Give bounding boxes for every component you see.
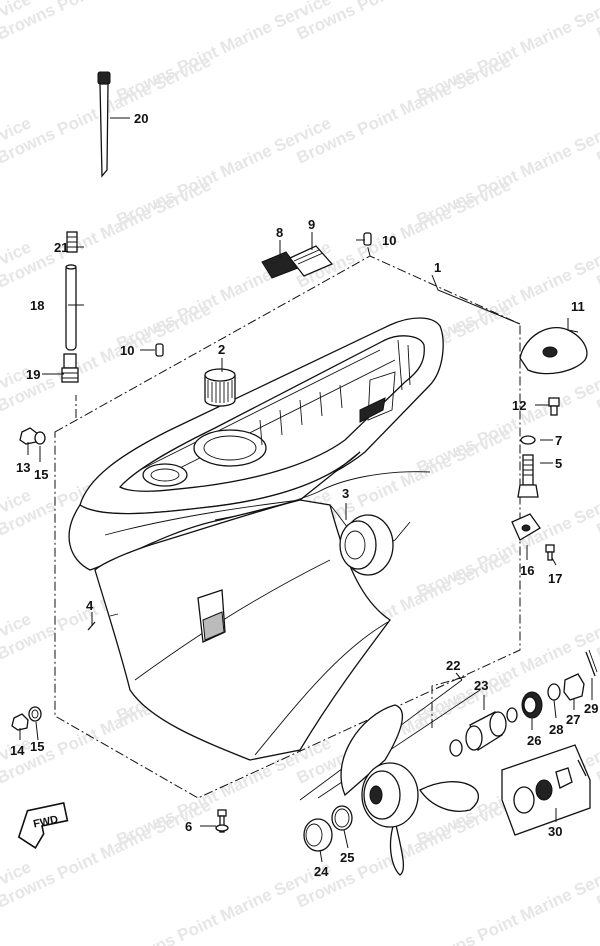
anode-plate-part — [519, 327, 588, 375]
watermark-text: Browns Point Marine Service — [594, 51, 600, 167]
callout-19: 19 — [26, 367, 40, 382]
callout-15-upper: 15 — [34, 467, 48, 482]
washer-bolt-parts — [517, 435, 539, 498]
callout-25: 25 — [340, 850, 354, 865]
watermark-text: Browns Point Marine Service — [0, 609, 34, 725]
callout-27: 27 — [566, 712, 580, 727]
callout-17: 17 — [548, 571, 562, 586]
shift-rod-part — [65, 264, 77, 351]
callout-3: 3 — [342, 486, 349, 501]
watermark-text: Browns Point Marine Service — [0, 175, 214, 291]
callout-15-lower: 15 — [30, 739, 44, 754]
callout-29: 29 — [584, 701, 598, 716]
callout-16: 16 — [520, 563, 534, 578]
cable-tie-part — [97, 71, 111, 178]
anode-bolt-part — [548, 397, 560, 416]
gear-case-housing — [68, 317, 444, 761]
callout-7: 7 — [555, 433, 562, 448]
callout-18: 18 — [30, 298, 44, 313]
callout-9: 9 — [308, 217, 315, 232]
callout-12: 12 — [512, 398, 526, 413]
pin-part — [87, 621, 96, 631]
callout-6: 6 — [185, 819, 192, 834]
propeller-assembly — [299, 649, 598, 876]
callout-14: 14 — [10, 743, 25, 758]
callout-8: 8 — [276, 225, 283, 240]
watermark-text: Browns Point Marine Service — [0, 237, 34, 353]
dowel-pin-parts — [155, 232, 372, 357]
leader-lines — [19, 117, 593, 863]
watermark-text: Browns Point Marine Service — [594, 175, 600, 291]
plug-washer-parts-upper — [19, 427, 46, 445]
watermark-text: Browns Point Marine Service — [0, 113, 34, 229]
fwd-label: FWD — [32, 814, 59, 831]
callout-10-left: 10 — [120, 343, 134, 358]
callout-labels: 20 21 18 19 10 2 8 9 10 1 11 12 7 5 3 16… — [10, 111, 598, 879]
watermark-text: Browns Point Marine Service — [414, 857, 600, 946]
propeller-kit-box — [501, 744, 591, 836]
watermark-text: Browns Point Marine Service — [594, 547, 600, 663]
callout-2: 2 — [218, 342, 225, 357]
plug-washer-parts-lower — [11, 706, 42, 731]
trim-tab-parts — [511, 513, 555, 561]
callout-13: 13 — [16, 460, 30, 475]
callout-26: 26 — [527, 733, 541, 748]
callout-28: 28 — [549, 722, 563, 737]
callout-23: 23 — [474, 678, 488, 693]
callout-20: 20 — [134, 111, 148, 126]
watermark-text: Browns Point Marine Service — [594, 423, 600, 539]
callout-1: 1 — [434, 260, 441, 275]
bushing-part — [204, 368, 236, 407]
callout-11: 11 — [571, 299, 585, 314]
pad-parts — [261, 245, 334, 279]
watermark-text: Browns Point Marine Service — [594, 795, 600, 911]
watermark-text: Browns Point Marine Service — [0, 299, 214, 415]
watermark-text: Browns Point Marine Service — [594, 671, 600, 787]
callout-21: 21 — [54, 240, 68, 255]
oil-seal-part — [339, 514, 394, 576]
watermark-text: Browns Point Marine Service — [0, 485, 34, 601]
callout-5: 5 — [555, 456, 562, 471]
callout-10-top: 10 — [382, 233, 396, 248]
callout-24: 24 — [314, 864, 329, 879]
callout-22: 22 — [446, 658, 460, 673]
watermark-text: Browns Point Marine Service — [594, 299, 600, 415]
shift-rod-coupler-part — [61, 353, 79, 383]
shift-rod-cap-part — [66, 231, 78, 253]
callout-4: 4 — [86, 598, 94, 613]
callout-30: 30 — [548, 824, 562, 839]
watermark-text: Browns Point Marine Service — [294, 175, 514, 291]
forward-arrow-icon: FWD — [17, 802, 69, 849]
skeg-bolt-part — [215, 809, 229, 833]
watermark-text: Browns Point Marine Service — [294, 51, 514, 167]
